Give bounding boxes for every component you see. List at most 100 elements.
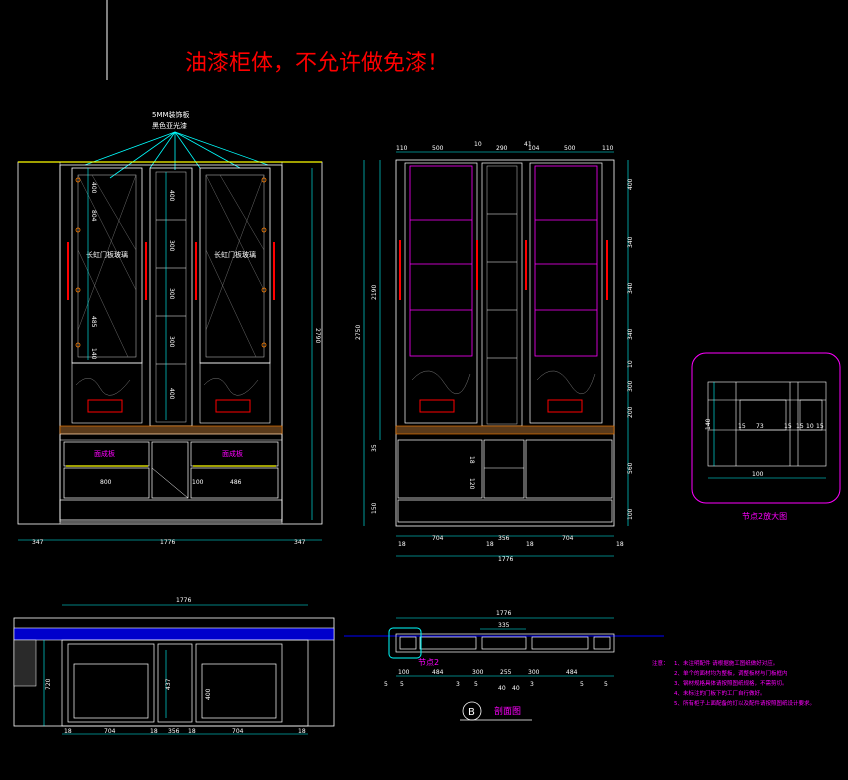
front-drawer-label-left: 面成板 bbox=[94, 449, 115, 458]
section-dim-top: 1776 bbox=[176, 597, 191, 604]
plan-node-label: 节点2 bbox=[418, 658, 439, 667]
side-dim-bottom-1: 704 bbox=[432, 535, 444, 542]
front-dim-height: 2790 bbox=[314, 328, 321, 343]
side-dim-bottom-0: 18 bbox=[398, 541, 406, 548]
section-dim-bottom-0: 18 bbox=[64, 728, 72, 735]
side-dim-top-6: 500 bbox=[564, 145, 576, 152]
plan-dim-top: 1776 bbox=[496, 610, 511, 617]
front-door-label-left: 长虹门板玻璃 bbox=[86, 250, 128, 259]
front-dim-bottom-1: 1776 bbox=[160, 539, 175, 546]
notes-line-4: 5、所有柜子上面配备的灯以及配件请按照图纸设计要求。 bbox=[674, 699, 815, 707]
front-dim-bottom-0: 347 bbox=[32, 539, 44, 546]
side-dim-top-4: 41 bbox=[524, 141, 532, 148]
plan-dim-tiny-3: 5 bbox=[474, 681, 478, 688]
plan-view-letter: B bbox=[468, 707, 475, 718]
section-dim-bottom-4: 18 bbox=[188, 728, 196, 735]
side-dim-bottom-6: 18 bbox=[616, 541, 624, 548]
notes-line-3: 4、未标注的门板下的工厂自行做好。 bbox=[674, 689, 766, 697]
plan-dim-tiny-7: 5 bbox=[580, 681, 584, 688]
side-mid-dim-0: 18 bbox=[468, 456, 475, 464]
leader-note-line2: 黑色亚光漆 bbox=[152, 121, 187, 130]
detail-dim-0: 140 bbox=[705, 418, 712, 430]
section-dim-bottom-1: 704 bbox=[104, 728, 116, 735]
side-dim-height-total: 2750 bbox=[355, 325, 362, 340]
detail-node2: 140 100 73 15 15 15 10 15 节点2放大图 bbox=[691, 352, 841, 521]
drawing-title: 油漆柜体，不允许做免漆！ bbox=[185, 51, 449, 76]
section-dim-bottom-3: 356 bbox=[168, 728, 180, 735]
side-dim-bottom-5: 704 bbox=[562, 535, 574, 542]
detail-dim-7: 15 bbox=[816, 423, 824, 430]
internal-elevation: 110 500 10 290 41 104 500 110 bbox=[355, 141, 634, 563]
detail-dim-3: 15 bbox=[738, 423, 746, 430]
front-dim-v-1: 804 bbox=[90, 210, 97, 222]
front-door-label-right: 长虹门板玻璃 bbox=[214, 250, 256, 259]
detail-dim-2: 73 bbox=[756, 423, 764, 430]
side-dim-right-5: 300 bbox=[627, 380, 634, 392]
plan-dim-tiny-0: 5 bbox=[384, 681, 388, 688]
front-dim-mid-2: 300 bbox=[168, 288, 175, 300]
notes-line-2: 3、钢材规格具体请按照图纸规格，不需剪切。 bbox=[674, 679, 788, 687]
plan-dim-bottom-0: 100 bbox=[398, 669, 410, 676]
notes-heading: 注意： bbox=[652, 659, 669, 667]
side-dim-right-6: 200 bbox=[627, 406, 634, 418]
side-dim-right-1: 340 bbox=[627, 236, 634, 248]
front-drawer-label-right: 面成板 bbox=[222, 449, 243, 458]
section-view: 1776 720 437 400 18 704 18 356 18 704 18 bbox=[13, 597, 335, 735]
section-dim-bottom-2: 18 bbox=[150, 728, 158, 735]
section-dim-small: 400 bbox=[205, 688, 212, 700]
side-dim-top-5: 104 bbox=[528, 145, 540, 152]
front-drawer-dim-1: 100 bbox=[192, 479, 204, 486]
front-elevation: 长虹门板玻璃 长虹门板玻璃 面成板 面成板 800 100 486 bbox=[17, 161, 323, 546]
side-dim-height-inner: 2190 bbox=[371, 285, 378, 300]
side-dim-right-8: 100 bbox=[627, 508, 634, 520]
front-dim-v-2: 485 bbox=[90, 316, 97, 328]
front-dim-mid-0: 400 bbox=[168, 190, 175, 202]
detail-dim-5: 15 bbox=[796, 423, 804, 430]
plan-dim-bottom-4: 300 bbox=[528, 669, 540, 676]
front-dim-mid-1: 300 bbox=[168, 240, 175, 252]
plan-dim-tiny-1: 5 bbox=[400, 681, 404, 688]
plan-view-label: 剖面图 bbox=[494, 705, 521, 717]
plan-dim-bottom-5: 484 bbox=[566, 669, 578, 676]
detail-label: 节点2放大图 bbox=[742, 511, 787, 521]
plan-dim-tiny-2: 3 bbox=[456, 681, 460, 688]
side-dim-top-0: 110 bbox=[396, 145, 408, 152]
section-dim-inner: 437 bbox=[165, 678, 172, 690]
leader-note: 5MM装饰板 黑色亚光漆 bbox=[84, 110, 269, 179]
side-dim-left-low-0: 35 bbox=[371, 444, 378, 452]
plan-dim-tiny-4: 40 bbox=[498, 685, 506, 692]
plan-dim-tiny-8: 5 bbox=[604, 681, 608, 688]
plan-dim-bottom-1: 484 bbox=[432, 669, 444, 676]
plan-dim-tiny-5: 40 bbox=[512, 685, 520, 692]
side-dim-right-2: 340 bbox=[627, 282, 634, 294]
plan-view: 1776 335 节点2 100 484 300 255 300 484 5 5… bbox=[344, 610, 664, 721]
side-dim-right-4: 10 bbox=[627, 360, 634, 368]
plan-dim-tiny-6: 3 bbox=[530, 681, 534, 688]
notes-line-1: 2、单个的面材均为整板，调整板材与门板框内 bbox=[674, 669, 788, 677]
side-dim-right-7: 560 bbox=[627, 462, 634, 474]
side-dim-top-7: 110 bbox=[602, 145, 614, 152]
side-mid-dim-1: 120 bbox=[468, 478, 475, 490]
section-dim-bottom-5: 704 bbox=[232, 728, 244, 735]
side-dim-right-0: 400 bbox=[627, 178, 634, 190]
side-dim-left-low-1: 150 bbox=[371, 502, 378, 514]
front-dim-mid-3: 300 bbox=[168, 336, 175, 348]
side-dim-bottom-4: 18 bbox=[526, 541, 534, 548]
side-dim-right-3: 340 bbox=[627, 328, 634, 340]
side-dim-top-2: 10 bbox=[474, 141, 482, 148]
side-dim-bottom-3: 356 bbox=[498, 535, 510, 542]
front-drawer-dim-2: 486 bbox=[230, 479, 242, 486]
front-dim-mid-4: 400 bbox=[168, 388, 175, 400]
plan-dim-bottom-3: 255 bbox=[500, 669, 512, 676]
notes-line-0: 1、未注明配件 请根据施工图纸做好对应。 bbox=[674, 659, 778, 667]
front-dim-v-3: 140 bbox=[90, 348, 97, 360]
detail-dim-4: 15 bbox=[784, 423, 792, 430]
detail-dim-6: 10 bbox=[806, 423, 814, 430]
front-dim-v-0: 400 bbox=[90, 182, 97, 194]
side-dim-top-1: 500 bbox=[432, 145, 444, 152]
leader-note-line1: 5MM装饰板 bbox=[152, 110, 190, 119]
front-drawer-dim-0: 800 bbox=[100, 479, 112, 486]
detail-dim-1: 100 bbox=[752, 471, 764, 478]
section-dim-height: 720 bbox=[45, 678, 52, 690]
